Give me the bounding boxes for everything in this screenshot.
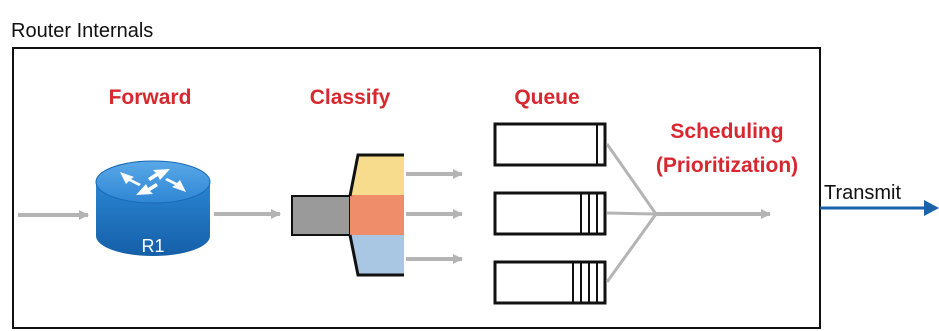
router-label: R1 — [141, 236, 164, 256]
router-icon: R1 — [95, 160, 211, 256]
stage-label-classify: Classify — [310, 86, 391, 109]
queue-1 — [493, 122, 607, 167]
stage-label-prioritization: (Prioritization) — [656, 154, 798, 177]
stage-label-forward: Forward — [109, 86, 192, 109]
transmit-arrow — [820, 200, 939, 216]
queue-3 — [493, 260, 607, 305]
router-frame — [12, 47, 821, 329]
diagram-title: Router Internals — [11, 20, 153, 42]
transmit-label: Transmit — [824, 182, 901, 204]
queue-2 — [493, 191, 607, 236]
stage-label-queue: Queue — [514, 86, 579, 109]
stage-label-scheduling: Scheduling — [670, 120, 783, 143]
classifier-icon — [291, 153, 404, 277]
scheduler-merge-lines — [605, 143, 658, 283]
